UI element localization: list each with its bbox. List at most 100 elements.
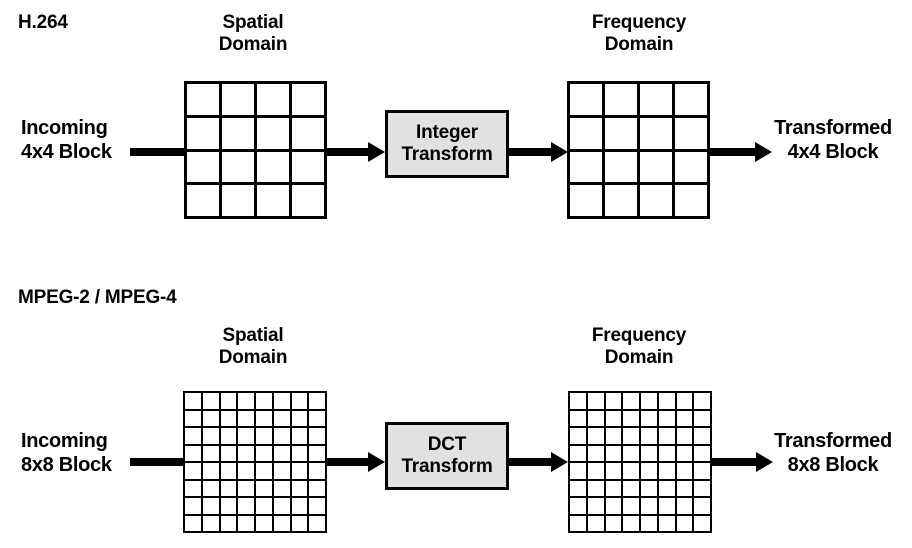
grid-cell bbox=[185, 498, 203, 516]
connector-shaft bbox=[327, 458, 371, 466]
grid-cell bbox=[273, 480, 292, 498]
grid-cell bbox=[587, 480, 606, 498]
grid-cell bbox=[658, 410, 677, 428]
grid-cell bbox=[694, 410, 712, 428]
grid-cell bbox=[605, 151, 640, 186]
grid-cell bbox=[676, 480, 695, 498]
grid-cell bbox=[202, 410, 221, 428]
connector-shaft bbox=[509, 458, 554, 466]
grid-cell bbox=[570, 410, 588, 428]
transform-box-h264[interactable]: Integer Transform bbox=[385, 110, 509, 178]
frequency-grid-mpeg bbox=[568, 391, 712, 533]
connector-spatial-to-transform-h264 bbox=[327, 142, 385, 162]
grid-cell bbox=[220, 445, 239, 463]
grid-cell bbox=[605, 498, 624, 516]
frequency-domain-label-mpeg: Frequency Domain bbox=[591, 325, 687, 369]
grid-cell bbox=[220, 428, 239, 446]
grid-cell bbox=[623, 498, 641, 516]
grid-cell bbox=[273, 410, 292, 428]
grid-cell bbox=[675, 84, 710, 118]
transform-box-mpeg[interactable]: DCT Transform bbox=[385, 422, 509, 490]
arrowhead-icon bbox=[755, 142, 772, 162]
grid-cell bbox=[309, 428, 327, 446]
grid-cell bbox=[694, 498, 712, 516]
arrowhead-icon bbox=[368, 452, 385, 472]
grid-cell bbox=[309, 393, 327, 411]
grid-cell bbox=[273, 515, 292, 533]
grid-cell bbox=[605, 445, 624, 463]
connector-input-to-spatial-h264 bbox=[130, 142, 186, 162]
connector-shaft bbox=[130, 458, 186, 466]
grid-cell bbox=[256, 445, 274, 463]
connector-shaft bbox=[711, 458, 759, 466]
grid-cell bbox=[623, 393, 641, 411]
grid-cell bbox=[185, 428, 203, 446]
grid-cell bbox=[256, 393, 274, 411]
grid-cell bbox=[605, 428, 624, 446]
grid-cell bbox=[220, 410, 239, 428]
grid-cell bbox=[238, 445, 256, 463]
grid-cell bbox=[641, 515, 659, 533]
grid-cell bbox=[202, 480, 221, 498]
section-title-h264: H.264 bbox=[18, 12, 68, 33]
connector-input-to-spatial-mpeg bbox=[130, 452, 186, 472]
transform-box-label-h264: Integer Transform bbox=[401, 121, 493, 165]
grid-cell bbox=[570, 515, 588, 533]
arrowhead-icon bbox=[551, 142, 568, 162]
grid-cell bbox=[605, 463, 624, 481]
arrowhead-icon bbox=[551, 452, 568, 472]
grid-cell bbox=[257, 117, 292, 152]
transform-box-label-mpeg: DCT Transform bbox=[401, 433, 493, 477]
grid-cell bbox=[623, 515, 641, 533]
grid-cell bbox=[256, 428, 274, 446]
grid-cell bbox=[640, 117, 675, 152]
grid-cell bbox=[587, 498, 606, 516]
grid-cell bbox=[309, 463, 327, 481]
grid-cell bbox=[641, 428, 659, 446]
grid-cell bbox=[220, 393, 239, 411]
grid-cell bbox=[238, 515, 256, 533]
grid-cell bbox=[623, 445, 641, 463]
grid-cell bbox=[292, 185, 327, 219]
grid-cell bbox=[291, 498, 310, 516]
grid-cell bbox=[658, 445, 677, 463]
section-title-mpeg: MPEG-2 / MPEG-4 bbox=[18, 287, 177, 308]
grid-cell bbox=[257, 151, 292, 186]
grid-cell bbox=[256, 515, 274, 533]
grid-cell bbox=[570, 463, 588, 481]
grid-cell bbox=[623, 428, 641, 446]
grid-cell bbox=[640, 84, 675, 118]
grid-cell bbox=[291, 428, 310, 446]
grid-cell bbox=[570, 393, 588, 411]
grid-cell bbox=[257, 185, 292, 219]
arrowhead-icon bbox=[368, 142, 385, 162]
spatial-grid-mpeg bbox=[183, 391, 327, 533]
grid-cell bbox=[570, 117, 605, 152]
grid-cell bbox=[273, 463, 292, 481]
grid-cell bbox=[675, 117, 710, 152]
grid-cell bbox=[570, 480, 588, 498]
grid-cell bbox=[605, 410, 624, 428]
grid-cell bbox=[623, 463, 641, 481]
connector-shaft bbox=[710, 148, 758, 156]
grid-cell bbox=[641, 445, 659, 463]
connector-shaft bbox=[130, 148, 186, 156]
grid-cell bbox=[185, 393, 203, 411]
grid-cell bbox=[256, 463, 274, 481]
grid-cell bbox=[694, 515, 712, 533]
grid-cell bbox=[658, 498, 677, 516]
grid-cell bbox=[220, 463, 239, 481]
grid-cell bbox=[676, 463, 695, 481]
grid-cell bbox=[187, 117, 222, 152]
grid-cell bbox=[273, 428, 292, 446]
grid-cell bbox=[291, 445, 310, 463]
grid-cell bbox=[605, 84, 640, 118]
grid-cell bbox=[570, 151, 605, 186]
grid-cell bbox=[238, 480, 256, 498]
grid-cell bbox=[220, 498, 239, 516]
frequency-grid-h264 bbox=[567, 81, 710, 219]
grid-cell bbox=[309, 498, 327, 516]
grid-cell bbox=[676, 428, 695, 446]
grid-cell bbox=[202, 498, 221, 516]
grid-cell bbox=[623, 410, 641, 428]
